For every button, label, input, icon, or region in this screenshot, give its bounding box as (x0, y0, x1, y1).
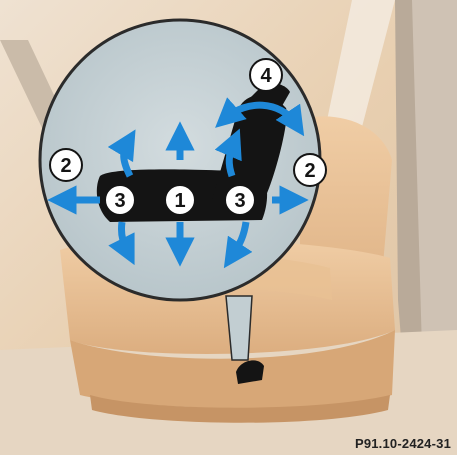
svg-text:2: 2 (60, 155, 71, 177)
svg-text:4: 4 (260, 65, 272, 87)
callout-2-right: 2 (294, 154, 326, 186)
svg-text:2: 2 (304, 160, 315, 182)
svg-text:1: 1 (174, 190, 185, 212)
callout-3-right: 3 (225, 185, 255, 215)
callout-2-left: 2 (50, 149, 82, 181)
svg-text:3: 3 (234, 190, 245, 212)
figure-code: P91.10-2424-31 (355, 436, 451, 451)
callout-4: 4 (250, 59, 282, 91)
callout-3-left: 3 (105, 185, 135, 215)
callout-1: 1 (165, 185, 195, 215)
svg-text:3: 3 (114, 190, 125, 212)
